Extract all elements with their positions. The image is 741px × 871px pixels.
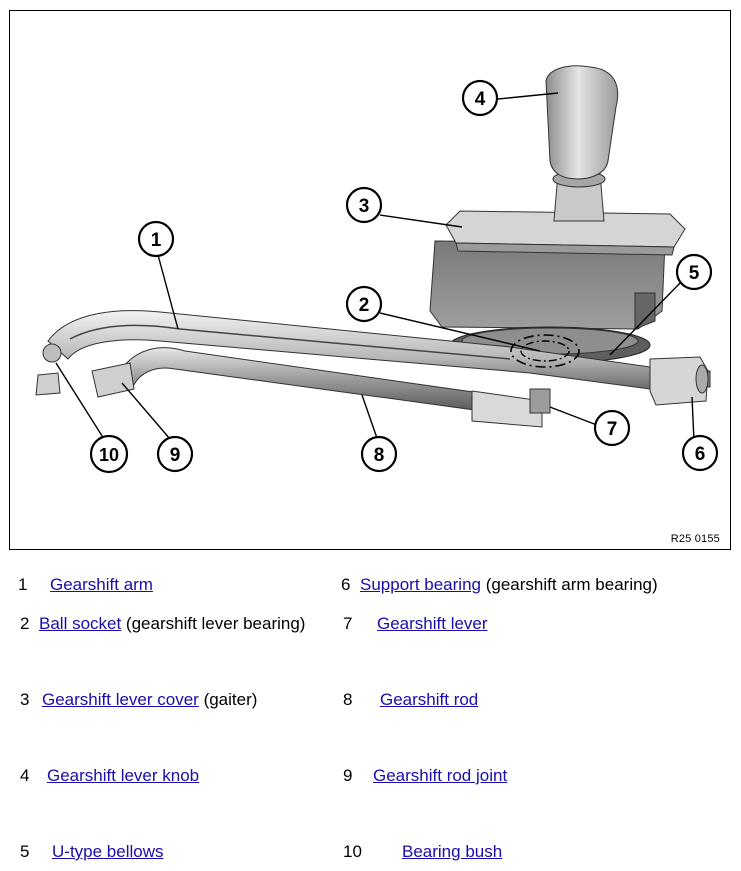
gearshift-assembly-drawing: 1 2 3 4 5 6 7 8 bbox=[35, 65, 719, 474]
gearshift-lever-knob-link[interactable]: Gearshift lever knob bbox=[47, 766, 200, 785]
legend-number: 1 bbox=[18, 575, 28, 594]
legend-number: 7 bbox=[343, 614, 353, 633]
gearshift-housing bbox=[429, 240, 666, 330]
legend-item-2: 2 Ball socket (gearshift lever bearing) bbox=[20, 614, 305, 634]
gearshift-lever-cover-link[interactable]: Gearshift lever cover bbox=[42, 690, 199, 709]
svg-text:6: 6 bbox=[695, 444, 706, 465]
legend-number: 6 bbox=[341, 575, 351, 594]
legend-item-3: 3 Gearshift lever cover (gaiter) bbox=[20, 690, 257, 710]
bearing-bush-link[interactable]: Bearing bush bbox=[402, 842, 503, 861]
legend-note: (gearshift arm bearing) bbox=[480, 575, 658, 594]
svg-text:7: 7 bbox=[607, 419, 618, 440]
legend-number: 2 bbox=[20, 614, 30, 633]
callout-7: 7 bbox=[593, 409, 631, 447]
svg-text:10: 10 bbox=[99, 445, 119, 465]
callout-6: 6 bbox=[681, 434, 719, 472]
svg-text:9: 9 bbox=[170, 445, 181, 466]
callout-1: 1 bbox=[137, 220, 175, 258]
legend-item-4: 4 Gearshift lever knob bbox=[20, 766, 199, 786]
gearshift-rod-joint-shape bbox=[91, 362, 135, 398]
support-bearing-shape bbox=[649, 356, 709, 406]
svg-text:5: 5 bbox=[689, 263, 700, 284]
legend-number: 8 bbox=[343, 690, 353, 709]
gearshift-rod-joint-link[interactable]: Gearshift rod joint bbox=[373, 766, 508, 785]
legend-item-7: 7 Gearshift lever bbox=[343, 614, 488, 634]
svg-text:4: 4 bbox=[475, 89, 486, 110]
callout-5: 5 bbox=[675, 253, 713, 291]
gearshift-lever-knob-shape bbox=[545, 65, 619, 222]
ball-socket-link[interactable]: Ball socket bbox=[39, 614, 122, 633]
gearshift-rod-link[interactable]: Gearshift rod bbox=[380, 690, 479, 709]
legend-number: 4 bbox=[20, 766, 30, 785]
callout-3: 3 bbox=[345, 186, 383, 224]
legend-number: 3 bbox=[20, 690, 30, 709]
legend-item-6: 6 Support bearing (gearshift arm bearing) bbox=[341, 575, 658, 595]
gearshift-rod-shape bbox=[119, 347, 543, 428]
svg-text:8: 8 bbox=[374, 445, 385, 466]
svg-text:2: 2 bbox=[359, 295, 370, 316]
gearshift-arm-link[interactable]: Gearshift arm bbox=[50, 575, 153, 594]
callout-8: 8 bbox=[360, 435, 398, 473]
parts-diagram: 1 2 3 4 5 6 7 8 bbox=[9, 10, 731, 550]
legend-item-8: 8 Gearshift rod bbox=[343, 690, 478, 710]
legend-item-1: 1 Gearshift arm bbox=[18, 575, 153, 595]
gearshift-arm-shape bbox=[47, 310, 711, 390]
callout-10: 10 bbox=[89, 434, 129, 474]
callout-4: 4 bbox=[461, 79, 499, 117]
callout-2: 2 bbox=[345, 285, 383, 323]
legend-item-10: 10 Bearing bush bbox=[343, 842, 502, 862]
legend-item-9: 9 Gearshift rod joint bbox=[343, 766, 507, 786]
gearshift-lever-shape bbox=[529, 388, 551, 414]
ball-socket-highlight bbox=[510, 334, 580, 368]
figure-reference: R25 0155 bbox=[670, 533, 720, 545]
svg-text:3: 3 bbox=[359, 196, 370, 217]
bearing-bush-shape bbox=[35, 343, 62, 396]
legend-number: 5 bbox=[20, 842, 30, 861]
gearshift-lever-link[interactable]: Gearshift lever bbox=[377, 614, 488, 633]
legend-note: (gaiter) bbox=[198, 690, 258, 709]
gearshift-lever-cover-shape bbox=[445, 210, 686, 256]
support-bearing-link[interactable]: Support bearing bbox=[360, 575, 481, 594]
u-type-bellows-link[interactable]: U-type bellows bbox=[52, 842, 164, 861]
callout-leaders bbox=[55, 92, 695, 442]
svg-text:1: 1 bbox=[151, 230, 162, 251]
legend-note: (gearshift lever bearing) bbox=[121, 614, 306, 633]
legend-number: 9 bbox=[343, 766, 353, 785]
callout-9: 9 bbox=[156, 435, 194, 473]
legend-number: 10 bbox=[343, 842, 362, 861]
legend-item-5: 5 U-type bellows bbox=[20, 842, 164, 862]
